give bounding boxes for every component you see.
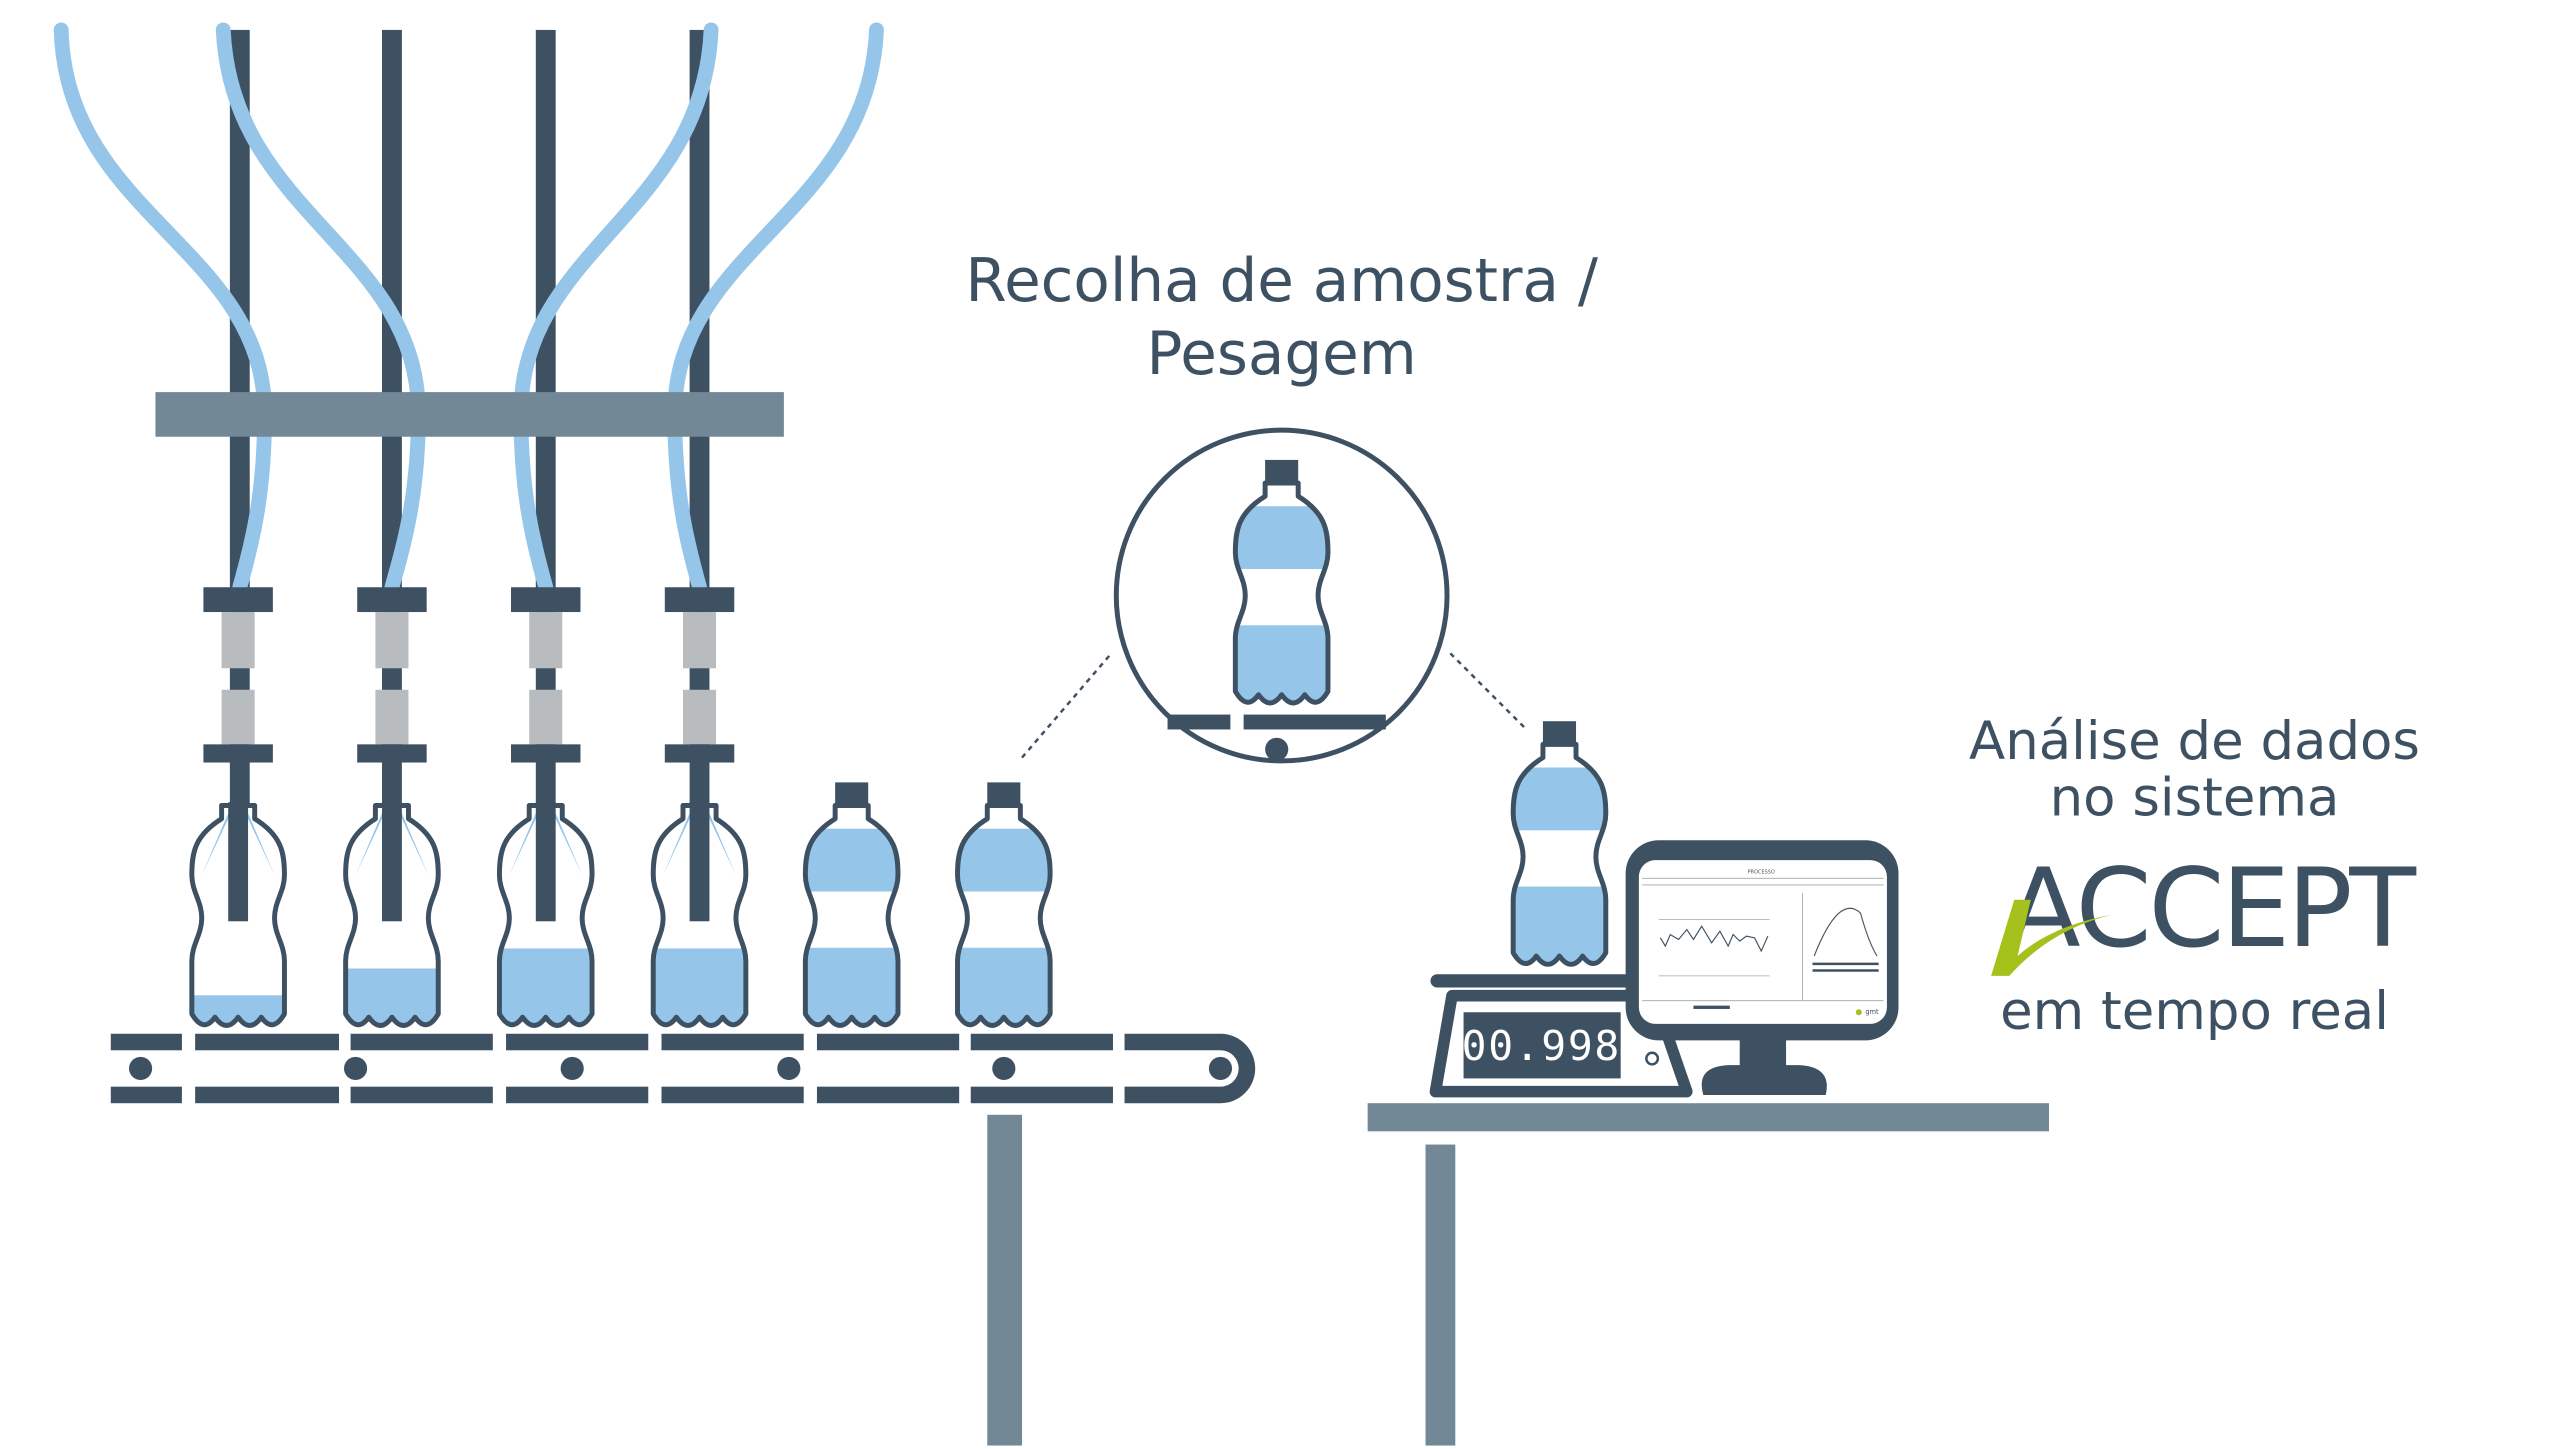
belt-roller [128, 1056, 153, 1081]
accept-check-icon [1991, 899, 2112, 976]
bottle-water [805, 828, 898, 1026]
belt-roller [992, 1056, 1016, 1081]
bottle [1232, 459, 1331, 725]
water-tubes [53, 22, 884, 595]
magnifier-pointer-line [1021, 652, 1113, 759]
bottle [954, 782, 1053, 1047]
belt-segment [661, 1033, 804, 1051]
bottle-water [957, 828, 1051, 1026]
analysis-heading-line2: no sistema [2050, 767, 2340, 828]
filler-crossbar [155, 392, 784, 437]
belt-segment [195, 1086, 340, 1104]
magnifier-pointer-line [1449, 652, 1526, 729]
belt-segment [506, 1033, 649, 1051]
monitor: PROCESSO gmt [1625, 840, 1899, 1095]
scale-display [1463, 1012, 1621, 1079]
belt-segment [661, 1086, 804, 1104]
water-tube [667, 22, 884, 595]
weighing-scale: 00.998 [1429, 974, 1693, 1098]
belt-segment [110, 1033, 182, 1051]
belt-segment [816, 1086, 960, 1104]
water-tube [215, 22, 426, 595]
bottle [650, 802, 749, 1045]
filler-pipe [229, 29, 250, 923]
accept-logo-text: ACCEPT [2006, 845, 2416, 972]
filling-nozzle [357, 587, 427, 763]
belt-segment [350, 1033, 493, 1051]
conveyor-end-roller [1124, 1033, 1256, 1104]
filling-nozzle [511, 587, 581, 763]
bottle-water [1235, 506, 1328, 704]
table-leg [1425, 1144, 1456, 1446]
conveyor-belt [110, 1033, 1256, 1104]
table-top [1367, 1103, 2049, 1132]
belt-segment [970, 1086, 1113, 1104]
scale-button [1645, 1051, 1660, 1066]
filler-pipe [689, 29, 710, 923]
filling-nozzle [664, 587, 735, 763]
bottle [496, 802, 595, 1045]
bottle-water [1513, 767, 1606, 965]
sample-heading-line1: Recolha de amostra / [965, 247, 1598, 316]
screen-title: PROCESSO [1748, 869, 1775, 875]
bottle-water [499, 805, 593, 1026]
belt-segment [350, 1086, 493, 1104]
bottle-cap [1265, 459, 1299, 482]
bottle [342, 802, 441, 1045]
water-tube [53, 22, 273, 595]
belt-roller [560, 1056, 584, 1081]
bottle-cap [987, 782, 1021, 804]
belt-roller [1208, 1056, 1233, 1081]
analysis-heading-line1: Análise de dados [1969, 711, 2420, 772]
bottle [1510, 721, 1609, 986]
monitor-screen [1638, 860, 1887, 1024]
screen-histogram [1813, 907, 1878, 957]
accept-logo: ACCEPT [1991, 845, 2420, 976]
analysis-heading-line3: em tempo real [2000, 981, 2389, 1042]
sample-heading-line2: Pesagem [1147, 320, 1417, 389]
filler-pipes [229, 29, 710, 923]
bottle [802, 782, 901, 1047]
filling-nozzles [203, 587, 735, 763]
bottle-cap [1542, 721, 1577, 743]
belt-roller [343, 1056, 368, 1081]
scale-reading: 00.998 [1462, 1022, 1621, 1070]
water-tube [513, 22, 719, 595]
bottle-cap [835, 782, 869, 804]
screen-control-chart [1659, 925, 1769, 953]
belt-segment [506, 1086, 649, 1104]
screen-brand: gmt [1865, 1008, 1879, 1016]
filler-pipe [382, 29, 402, 923]
magnifier-circle [1113, 427, 1450, 764]
bottle [189, 802, 288, 1045]
belt-segment [970, 1033, 1113, 1051]
filler-pipe [535, 29, 556, 923]
bottle-water [653, 805, 746, 1026]
belt-segment [816, 1033, 960, 1051]
belt-segment [195, 1033, 340, 1051]
belt-segment [110, 1086, 182, 1104]
belt-roller [777, 1056, 801, 1081]
conveyor-leg [987, 1114, 1023, 1446]
filling-nozzle [203, 587, 273, 763]
